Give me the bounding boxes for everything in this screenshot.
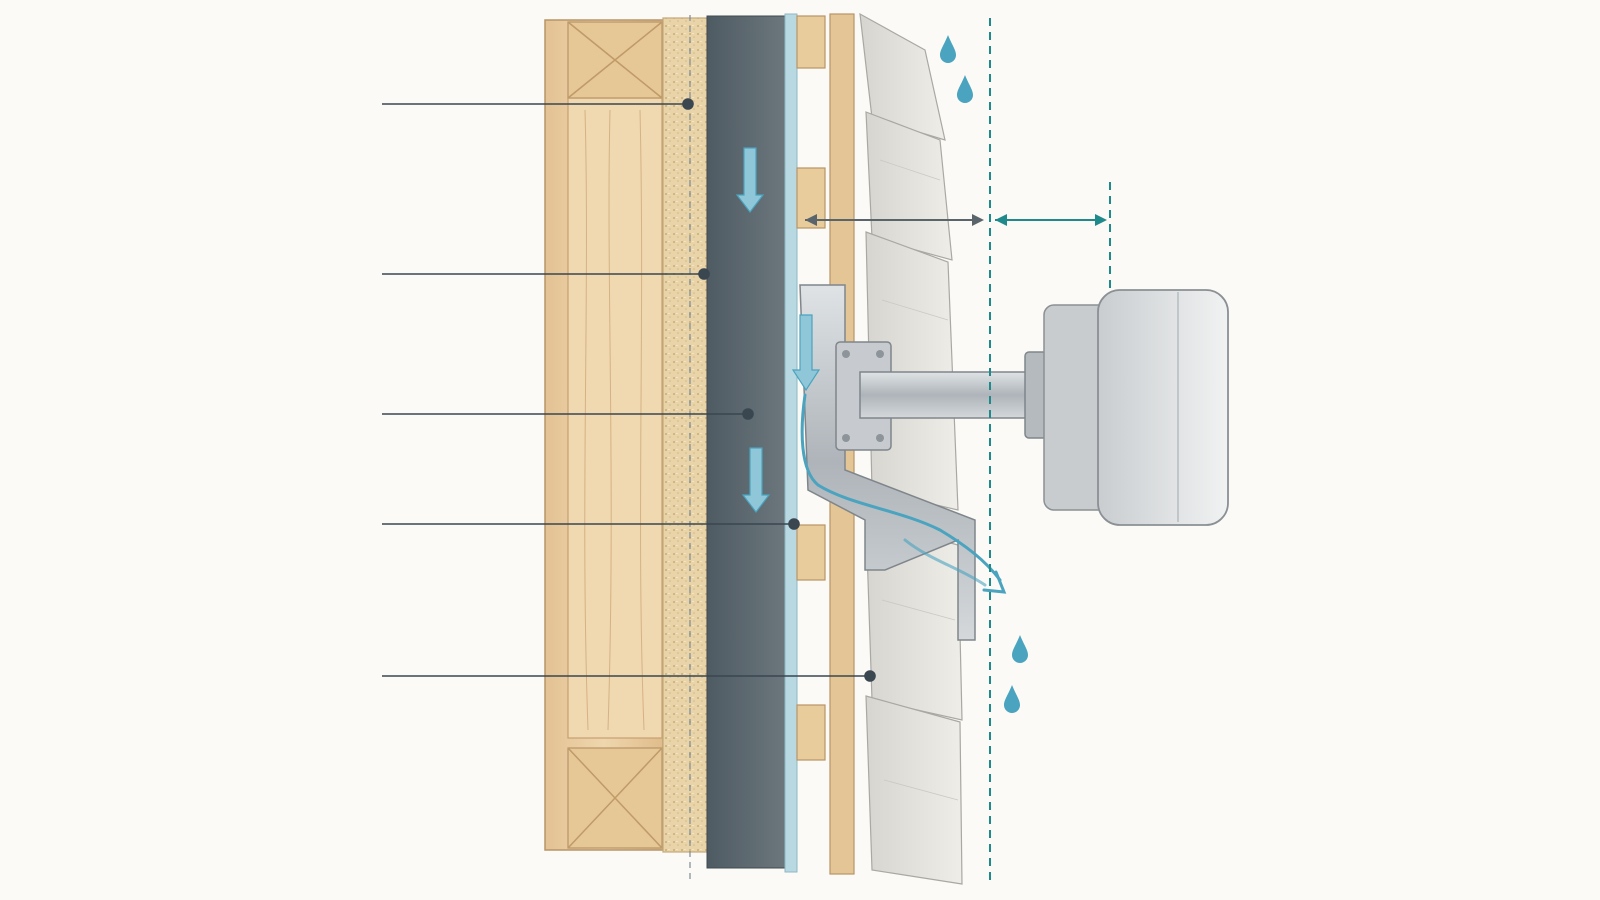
standoff-pipe <box>859 351 1048 439</box>
callout-wood-stud <box>382 98 694 110</box>
wood-stud <box>544 19 664 851</box>
top-plate <box>567 21 663 99</box>
callout-leaders <box>382 98 876 682</box>
bottom-plate <box>567 747 663 849</box>
callout-rainscreen-drainage-gap <box>382 518 800 530</box>
water-flow-path <box>800 393 1007 594</box>
osb-sheathing <box>662 17 708 853</box>
exterior-fixture <box>1043 289 1229 526</box>
dimension-lines <box>805 18 1111 884</box>
rainscreen-drainage-gap <box>784 13 798 873</box>
water-drop-icon <box>940 35 1028 713</box>
lap-siding <box>859 12 963 885</box>
callout-osb-sheathing <box>382 268 710 280</box>
water-resistive-barrier <box>706 15 786 869</box>
flow-arrow-icon <box>735 147 821 513</box>
mounting-bracket <box>799 284 976 641</box>
dimension-arrow-icon <box>805 214 1107 226</box>
callout-lap-siding <box>382 670 876 682</box>
callout-water-resistive-barrier <box>382 408 754 420</box>
